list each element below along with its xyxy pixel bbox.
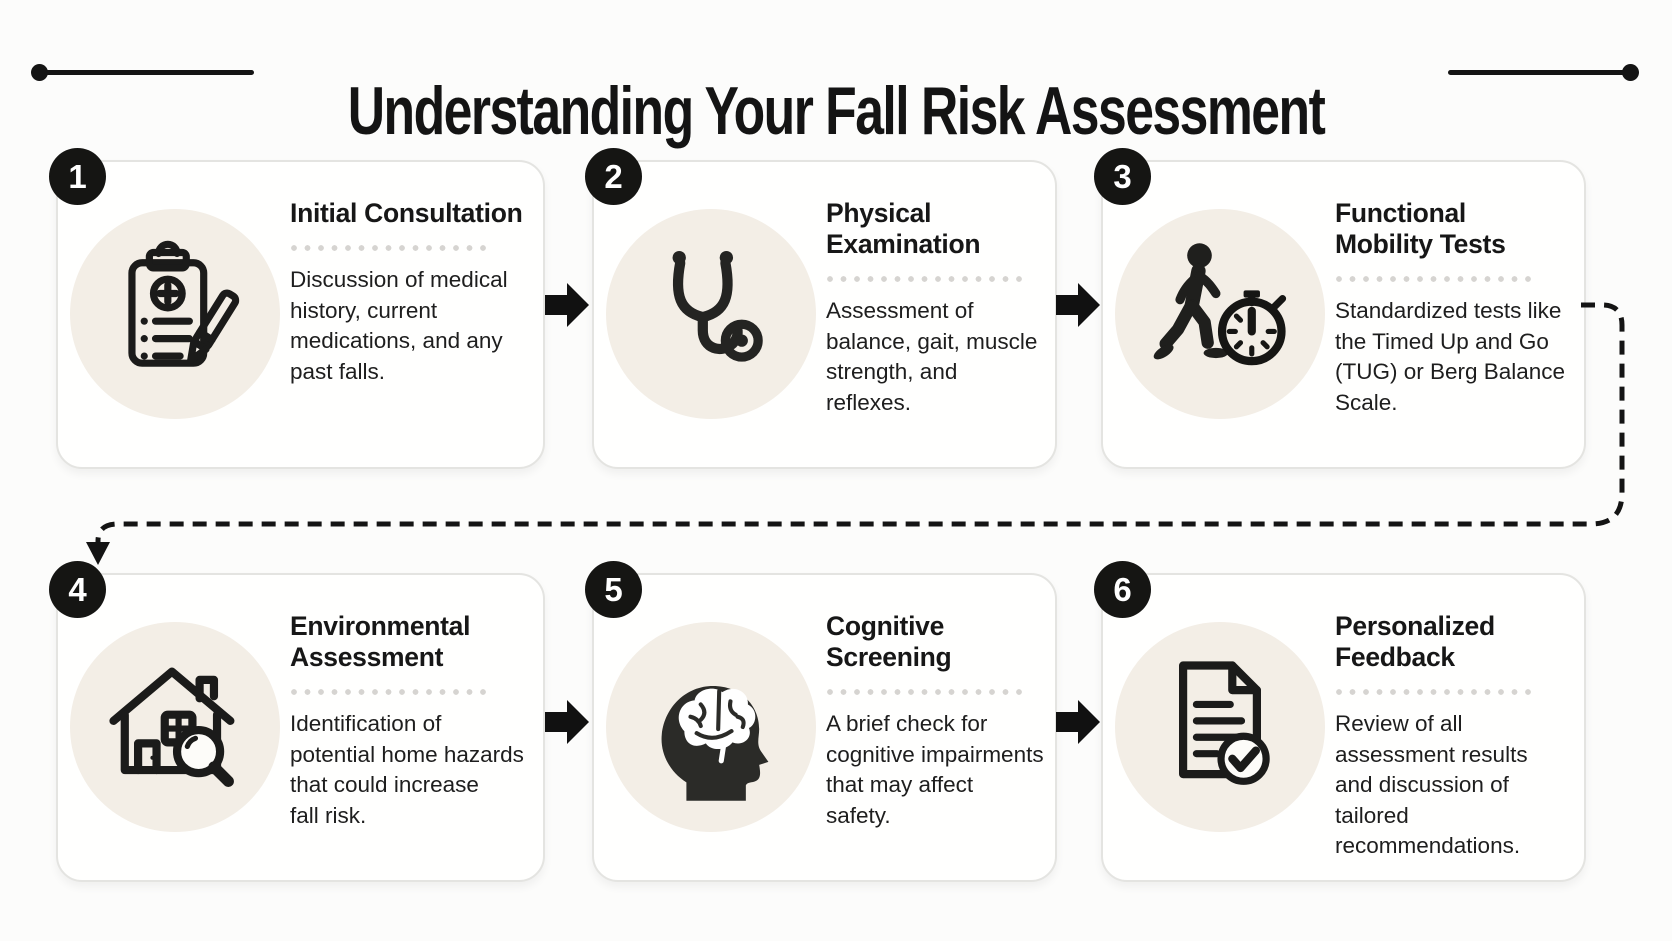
dotted-divider bbox=[826, 688, 1026, 696]
dotted-divider bbox=[1335, 688, 1535, 696]
step-number-badge: 4 bbox=[49, 561, 106, 618]
document-check-icon bbox=[1179, 661, 1270, 785]
dotted-divider bbox=[290, 688, 490, 696]
step-number-badge: 3 bbox=[1094, 148, 1151, 205]
head-brain-icon bbox=[661, 686, 769, 801]
step-icon-circle bbox=[70, 209, 280, 419]
step-icon-circle bbox=[1115, 209, 1325, 419]
step-title: Functional Mobility Tests bbox=[1335, 198, 1506, 259]
title-right-end-dot bbox=[1622, 64, 1639, 81]
flow-arrow-right bbox=[1056, 700, 1100, 744]
step-card-personalized-feedback: 6 Personalized Feedback Review of all as… bbox=[1094, 561, 1586, 882]
step-number-badge: 2 bbox=[585, 148, 642, 205]
step-title: Personalized Feedback bbox=[1335, 611, 1495, 672]
step-icon-circle bbox=[1115, 622, 1325, 832]
dotted-divider bbox=[290, 244, 490, 252]
title-left-rule bbox=[44, 70, 254, 75]
connector-arrowhead bbox=[86, 542, 110, 565]
step-card-initial-consultation: 1 Initial Consultation bbox=[49, 148, 545, 469]
step-card-functional-mobility-tests: 3 Functio bbox=[1094, 148, 1586, 469]
step-description: Standardized tests like the Timed Up and… bbox=[1335, 298, 1566, 415]
stethoscope-icon bbox=[672, 250, 763, 362]
step-title: Cognitive Screening bbox=[826, 611, 952, 672]
step-icon-circle bbox=[606, 622, 816, 832]
title-right-rule bbox=[1448, 70, 1626, 75]
flow-arrow-right bbox=[545, 283, 589, 327]
step-description: Identification of potential home hazards… bbox=[290, 711, 524, 828]
step-card-physical-examination: 2 Physical Examination Assessment of bal… bbox=[585, 148, 1057, 469]
step-card-cognitive-screening: 5 Cognitive Screening A brief check for … bbox=[585, 561, 1057, 882]
house-magnifier-icon bbox=[109, 667, 235, 787]
step-description: Review of all assessment results and dis… bbox=[1335, 711, 1528, 858]
step-icon-circle bbox=[606, 209, 816, 419]
step-number-badge: 5 bbox=[585, 561, 642, 618]
flow-arrow-right bbox=[1056, 283, 1100, 327]
page-title: Understanding Your Fall Risk Assessment bbox=[347, 72, 1326, 149]
title-left-end-dot bbox=[31, 64, 48, 81]
dotted-divider bbox=[826, 275, 1026, 283]
step-title: Initial Consultation bbox=[290, 198, 523, 228]
step-description: Discussion of medical history, current m… bbox=[290, 267, 508, 384]
step-description: Assessment of balance, gait, muscle stre… bbox=[826, 298, 1038, 415]
step-number-badge: 6 bbox=[1094, 561, 1151, 618]
flow-arrow-right bbox=[545, 700, 589, 744]
clipboard-pen-icon bbox=[128, 240, 240, 367]
step-description: A brief check for cognitive impairments … bbox=[826, 711, 1044, 828]
step-icon-circle bbox=[70, 622, 280, 832]
step-title: Physical Examination bbox=[826, 198, 981, 259]
step-title: Environmental Assessment bbox=[290, 611, 471, 672]
dotted-divider bbox=[1335, 275, 1535, 283]
step-card-environmental-assessment: 4 Environmental Assessment Identificatio… bbox=[49, 561, 545, 882]
step-number-badge: 1 bbox=[49, 148, 106, 205]
walking-stopwatch-icon bbox=[1153, 243, 1287, 366]
